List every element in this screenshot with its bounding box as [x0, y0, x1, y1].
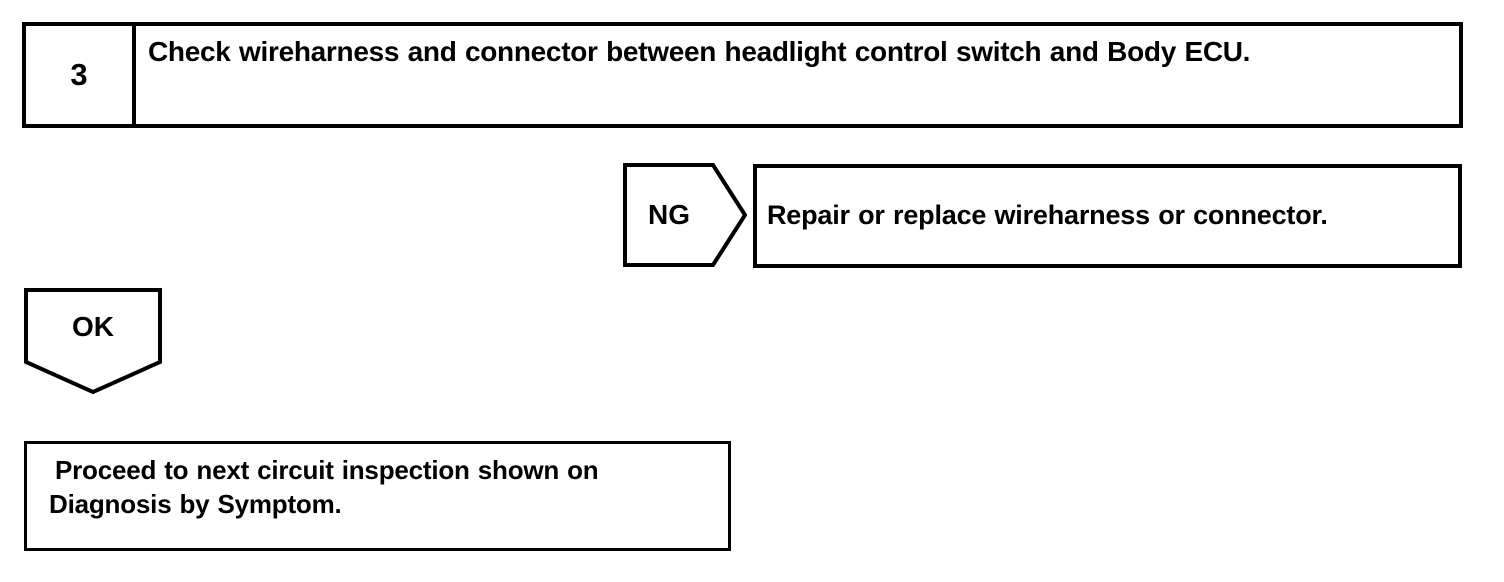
step-row: 3 Check wireharness and connector betwee…	[22, 22, 1463, 128]
ok-outcome-line-1: Proceed to next circuit inspection shown…	[55, 455, 599, 485]
ok-outcome-line-2: Diagnosis by Symptom.	[49, 488, 342, 519]
step-number: 3	[70, 57, 88, 92]
ng-result-box: Repair or replace wireharness or connect…	[753, 164, 1462, 268]
branch-tag-ng: NG	[623, 163, 747, 267]
ng-result-text: Repair or replace wireharness or connect…	[767, 200, 1328, 231]
pentagon-right-icon	[623, 163, 747, 267]
step-instruction-text: Check wireharness and connector between …	[148, 36, 1251, 67]
ok-outcome-box: Proceed to next circuit inspection shown…	[24, 441, 731, 551]
pentagon-down-icon	[24, 288, 162, 394]
step-number-cell: 3	[26, 26, 136, 124]
branch-tag-ok-label: OK	[72, 311, 114, 342]
step-instruction-cell: Check wireharness and connector between …	[136, 26, 1459, 124]
branch-tag-ng-label: NG	[648, 199, 690, 230]
branch-tag-ok: OK	[24, 288, 162, 394]
